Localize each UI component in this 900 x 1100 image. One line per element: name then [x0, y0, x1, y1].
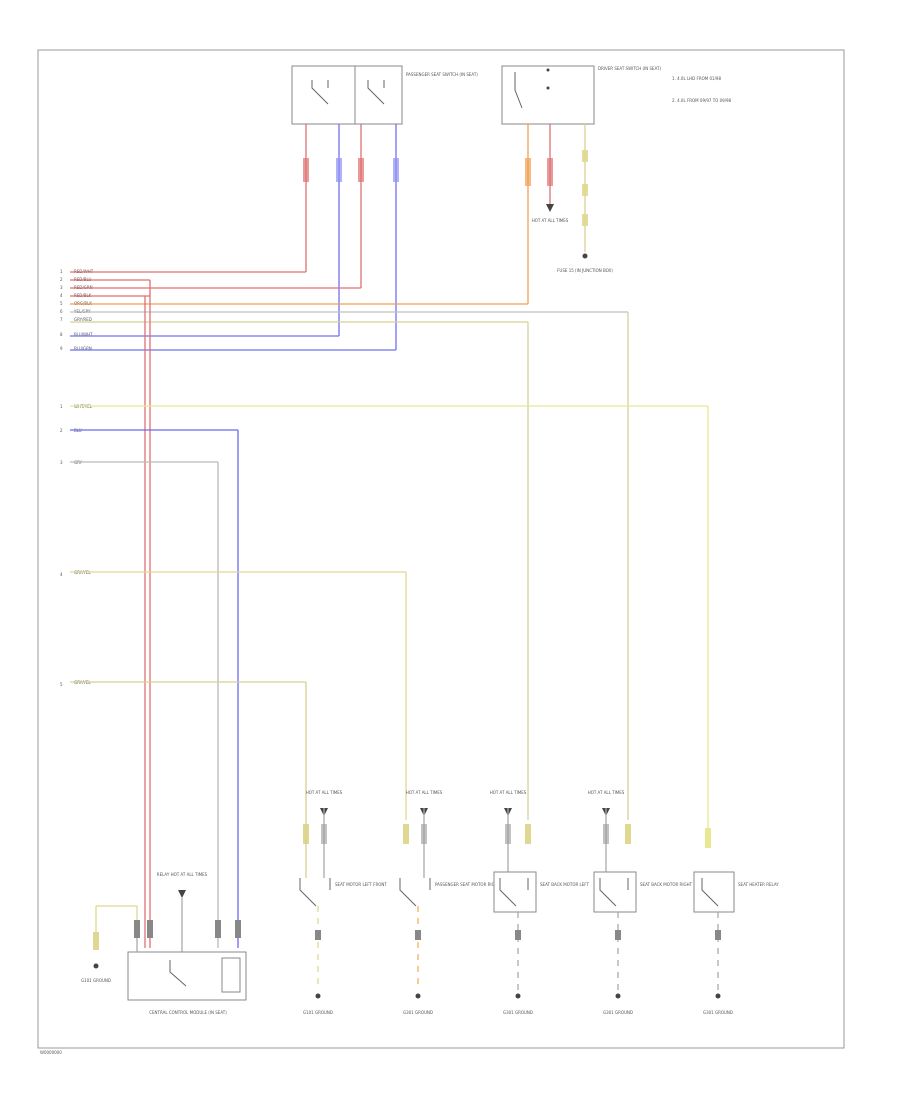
top-vertical-wires: HOT AT ALL TIMES FUSE 15 (IN JUNCTION BO…: [303, 124, 613, 350]
switch-icon: [599, 878, 629, 907]
central-control-module: RELAY HOT AT ALL TIMES CENTRAL CONTROL M…: [127, 872, 247, 1015]
svg-text:1: 1: [60, 269, 63, 274]
hot-fuse-label: HOT AT ALL TIMES: [532, 218, 569, 223]
bottom-module-4: HOT AT ALL TIMES SEAT BACK MOTOR RIGHT G…: [588, 790, 693, 1015]
svg-text:HOT AT ALL TIMES: HOT AT ALL TIMES: [306, 790, 343, 795]
svg-text:2: 2: [60, 428, 63, 433]
svg-text:SEAT BACK MOTOR LEFT: SEAT BACK MOTOR LEFT: [540, 882, 590, 887]
svg-text:3: 3: [60, 285, 63, 290]
svg-text:7: 7: [60, 317, 63, 322]
svg-text:G101 GROUND: G101 GROUND: [81, 978, 111, 983]
page-id: W0000000: [40, 1050, 62, 1055]
bottom-module-2: HOT AT ALL TIMES PASSENGER SEAT MOTOR RI…: [399, 790, 501, 1015]
svg-text:4: 4: [60, 293, 63, 298]
switch-icon: [399, 878, 431, 907]
bottom-module-5: SEAT HEATER RELAY G301 GROUND: [693, 828, 779, 1015]
svg-text:BLU/WHT: BLU/WHT: [74, 332, 93, 337]
svg-text:9: 9: [60, 346, 63, 351]
top-right-switch-block: DRIVER SEAT SWITCH (IN SEAT): [501, 65, 661, 125]
svg-text:GRY/RED: GRY/RED: [74, 317, 92, 322]
svg-text:3: 3: [60, 460, 63, 465]
top-left-switch-block: PASSENGER SEAT SWITCH (IN SEAT): [291, 65, 478, 125]
svg-text:6: 6: [60, 309, 63, 314]
switch-icon: [299, 878, 331, 907]
svg-text:G301 GROUND: G301 GROUND: [703, 1010, 733, 1015]
svg-text:5: 5: [60, 301, 63, 306]
svg-text:HOT AT ALL TIMES: HOT AT ALL TIMES: [490, 790, 527, 795]
bottom-module-3: HOT AT ALL TIMES SEAT BACK MOTOR LEFT G3…: [490, 790, 590, 1015]
fuse-label: FUSE 15 (IN JUNCTION BOX): [557, 268, 613, 273]
svg-text:SEAT MOTOR LEFT FRONT: SEAT MOTOR LEFT FRONT: [335, 882, 387, 887]
svg-text:8: 8: [60, 332, 63, 337]
bottom-module-1: HOT AT ALL TIMES SEAT MOTOR LEFT FRONT G…: [299, 790, 387, 1015]
svg-text:5: 5: [60, 682, 63, 687]
svg-text:HOT AT ALL TIMES: HOT AT ALL TIMES: [588, 790, 625, 795]
control-module-label: CENTRAL CONTROL MODULE (IN SEAT): [149, 1010, 227, 1015]
svg-text:2: 2: [60, 277, 63, 282]
svg-text:G301 GROUND: G301 GROUND: [603, 1010, 633, 1015]
diagram-frame: [37, 49, 845, 1049]
harness-labels: 1RED/WHT 2RED/BLU 3RED/GRN 4RED/BLK 5ORG…: [60, 269, 94, 351]
harness-wires: [70, 271, 629, 948]
svg-text:G101 GROUND: G101 GROUND: [303, 1010, 333, 1015]
top-right-switch-box: [501, 65, 595, 125]
legend-note-2: 2. 4.0L FROM 09/97 TO 09/98: [672, 98, 732, 103]
svg-text:HOT AT ALL TIMES: HOT AT ALL TIMES: [406, 790, 443, 795]
svg-text:SEAT HEATER RELAY: SEAT HEATER RELAY: [738, 882, 779, 887]
svg-text:G301 GROUND: G301 GROUND: [503, 1010, 533, 1015]
relay-switch-icon: [169, 960, 187, 987]
switch-icon: [701, 878, 719, 907]
switch-icon: [499, 878, 529, 907]
svg-text:G301 GROUND: G301 GROUND: [403, 1010, 433, 1015]
svg-text:4: 4: [60, 572, 63, 577]
switch-icon: [514, 72, 523, 109]
top-left-switch-box: [291, 65, 403, 125]
legend-note-1: 1. 4.0L LHD FROM 01/98: [672, 76, 721, 81]
svg-text:SEAT BACK MOTOR RIGHT: SEAT BACK MOTOR RIGHT: [640, 882, 693, 887]
top-left-switch-label: PASSENGER SEAT SWITCH (IN SEAT): [406, 72, 478, 77]
svg-text:1: 1: [60, 404, 63, 409]
side-wires: 1 WHT/YEL 2 BLU 3 GRY 4 GRY/YEL 5 GRY/YE…: [60, 404, 709, 948]
control-module-box: [127, 951, 247, 1001]
top-right-switch-label: DRIVER SEAT SWITCH (IN SEAT): [598, 66, 661, 71]
svg-text:PASSENGER SEAT MOTOR RIGHT: PASSENGER SEAT MOTOR RIGHT: [435, 882, 501, 887]
switch-icon: [311, 80, 329, 105]
left-ground: G101 GROUND: [81, 905, 138, 983]
svg-text:RELAY HOT AT ALL TIMES: RELAY HOT AT ALL TIMES: [157, 872, 208, 877]
switch-icon: [367, 80, 385, 105]
svg-text:BLU/GRN: BLU/GRN: [74, 346, 92, 351]
